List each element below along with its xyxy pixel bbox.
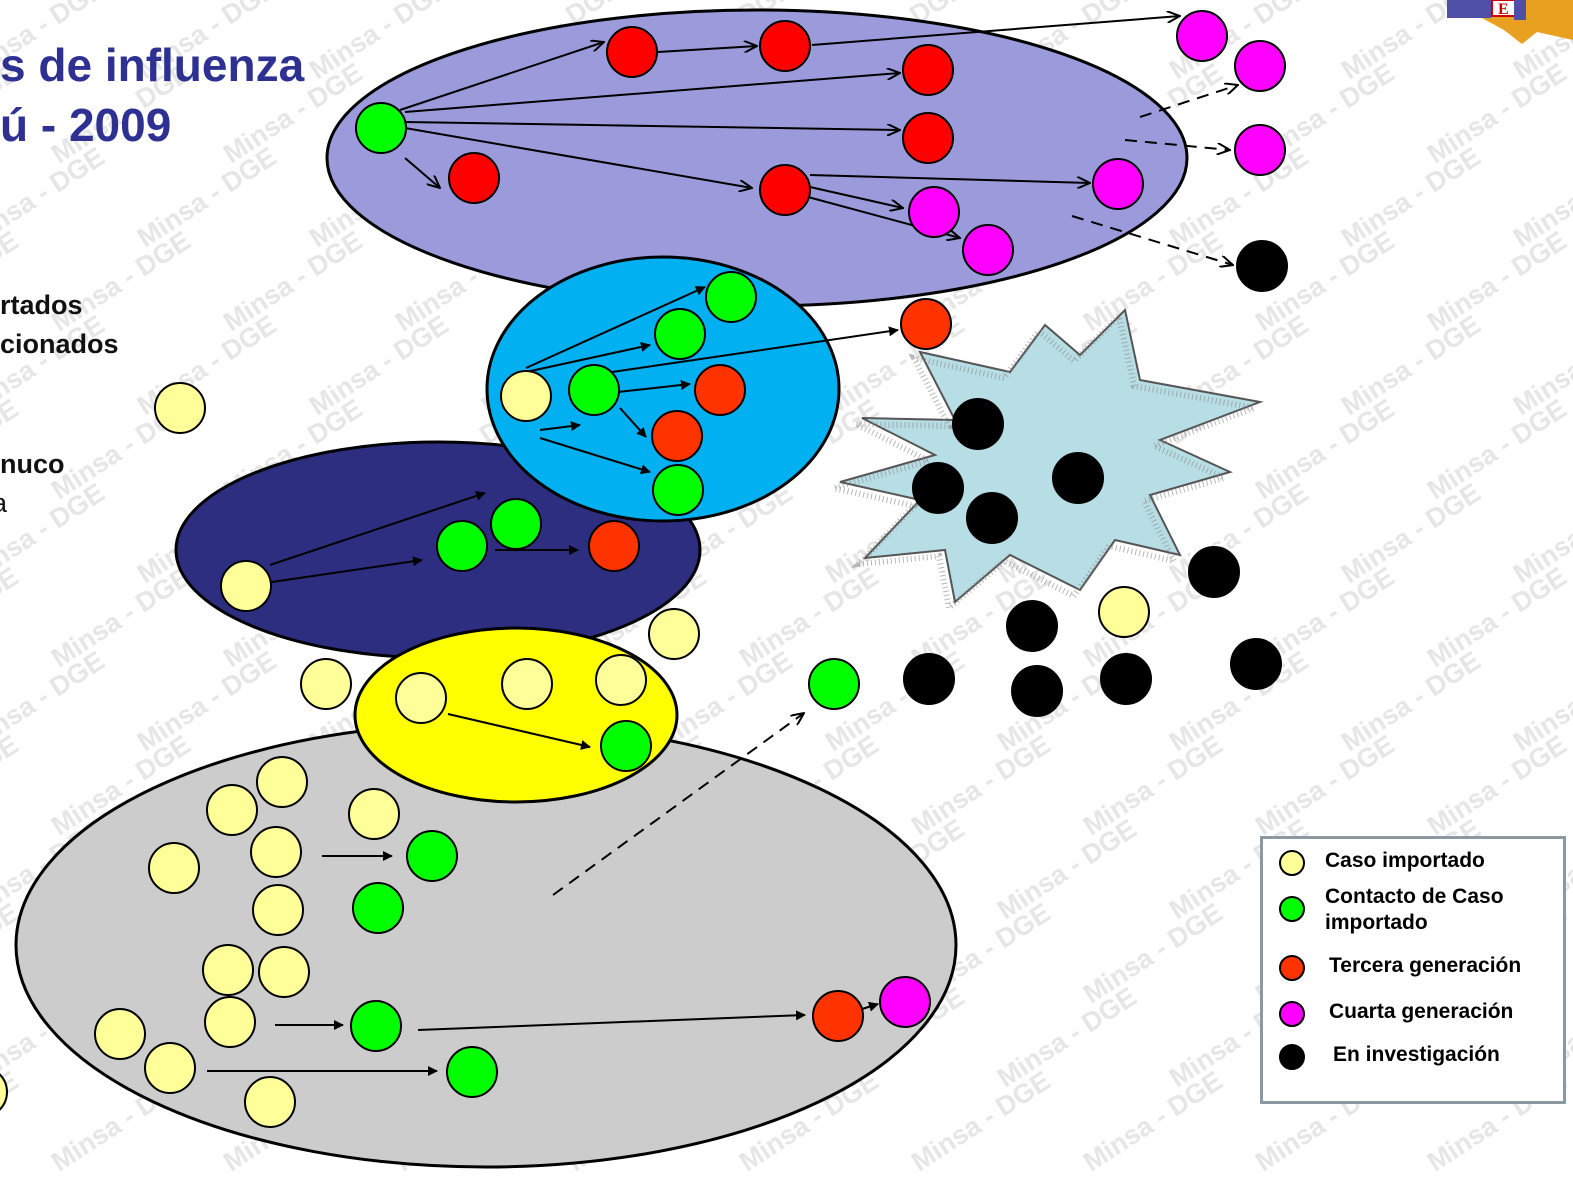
node-tercera-generacion (588, 520, 640, 572)
node-contacto (808, 658, 860, 710)
node-caso-importado (94, 1008, 146, 1060)
node-en-investigacion (966, 492, 1018, 544)
node-en-investigacion (903, 653, 955, 705)
node-en-investigacion (912, 462, 964, 514)
node-caso-importado (0, 1073, 8, 1111)
node-en-investigacion (1052, 452, 1104, 504)
title-line-1: s de influenza (0, 39, 305, 91)
cluster-purple (325, 8, 1189, 308)
node-cuarta-generacion (1092, 158, 1144, 210)
side-label-1: rtados (0, 290, 83, 320)
node-tercera-generacion (812, 990, 864, 1042)
dge-logo: E (1442, 0, 1573, 50)
node-caso-importado (595, 654, 647, 706)
node-caso-importado (148, 842, 200, 894)
node-caso-importado (300, 658, 352, 710)
side-label-3: nuco (0, 449, 65, 479)
legend-dot-investigacion (1279, 1044, 1305, 1070)
transmission-arrows (207, 16, 1180, 1076)
svg-text:E: E (1498, 1, 1509, 18)
cluster-blue (485, 255, 841, 523)
legend-label: Tercera generación (1329, 954, 1522, 977)
node-caso-importado (500, 370, 552, 422)
node-contacto (350, 1000, 402, 1052)
node-tercera-generacion (448, 152, 500, 204)
legend-item-investigacion: En investigación (1279, 1042, 1500, 1070)
legend-item-tercera: Tercera generación (1279, 953, 1521, 981)
node-caso-importado (144, 1042, 196, 1094)
node-caso-importado (258, 946, 310, 998)
case-nodes (0, 10, 1288, 1128)
node-cuarta-generacion (908, 186, 960, 238)
node-tercera-generacion (902, 44, 954, 96)
legend-dot-tercera (1279, 955, 1305, 981)
node-contacto (436, 520, 488, 572)
legend-dot-cuarta (1279, 1001, 1305, 1027)
legend-label: Cuarta generación (1329, 1000, 1514, 1023)
node-tercera-generacion (900, 298, 952, 350)
side-label-4: a (0, 488, 7, 519)
legend-label: Contacto de Caso importado (1325, 885, 1504, 934)
node-caso-importado (1098, 586, 1150, 638)
node-caso-importado (648, 608, 700, 660)
node-caso-importado (395, 672, 447, 724)
node-caso-importado (348, 788, 400, 840)
legend: Caso importado Contacto de Caso importad… (1260, 836, 1566, 1104)
node-tercera-generacion (759, 164, 811, 216)
node-tercera-generacion (902, 112, 954, 164)
node-contacto (600, 720, 652, 772)
node-contacto (406, 830, 458, 882)
node-cuarta-generacion (1234, 124, 1286, 176)
node-cuarta-generacion (1234, 40, 1286, 92)
dashed-arrows (552, 85, 1238, 896)
node-contacto (568, 364, 620, 416)
node-contacto (490, 498, 542, 550)
node-contacto (705, 271, 757, 323)
side-label-2: cionados (0, 329, 119, 359)
node-caso-importado (220, 560, 272, 612)
node-en-investigacion (1230, 638, 1282, 690)
title-line-2: ú - 2009 (0, 99, 172, 151)
legend-label: Caso importado (1325, 849, 1485, 872)
legend-item-cuarta: Cuarta generación (1279, 999, 1513, 1027)
node-en-investigacion (1188, 546, 1240, 598)
node-caso-importado (244, 1076, 296, 1128)
node-caso-importado (252, 884, 304, 936)
legend-item-contacto: Contacto de Caso importado (1279, 884, 1504, 936)
node-en-investigacion (1100, 653, 1152, 705)
node-caso-importado (204, 996, 256, 1048)
node-caso-importado (202, 944, 254, 996)
legend-label: En investigación (1333, 1043, 1500, 1066)
node-contacto (652, 464, 704, 516)
legend-dot-importado (1279, 850, 1305, 876)
node-contacto (654, 308, 706, 360)
node-tercera-generacion (694, 364, 746, 416)
node-cuarta-generacion (879, 976, 931, 1028)
node-caso-importado (154, 382, 206, 434)
node-en-investigacion (952, 398, 1004, 450)
legend-item-importado: Caso importado (1279, 848, 1485, 876)
node-cuarta-generacion (1176, 10, 1228, 62)
node-contacto (355, 102, 407, 154)
node-tercera-generacion (759, 20, 811, 72)
node-caso-importado (256, 756, 308, 808)
node-en-investigacion (1011, 665, 1063, 717)
node-caso-importado (206, 784, 258, 836)
node-en-investigacion (1236, 240, 1288, 292)
legend-dot-contacto (1279, 896, 1305, 922)
node-en-investigacion (1006, 600, 1058, 652)
node-caso-importado (250, 826, 302, 878)
node-tercera-generacion (651, 410, 703, 462)
node-tercera-generacion (606, 26, 658, 78)
node-cuarta-generacion (962, 224, 1014, 276)
node-contacto (352, 882, 404, 934)
node-contacto (446, 1046, 498, 1098)
node-caso-importado (501, 658, 553, 710)
